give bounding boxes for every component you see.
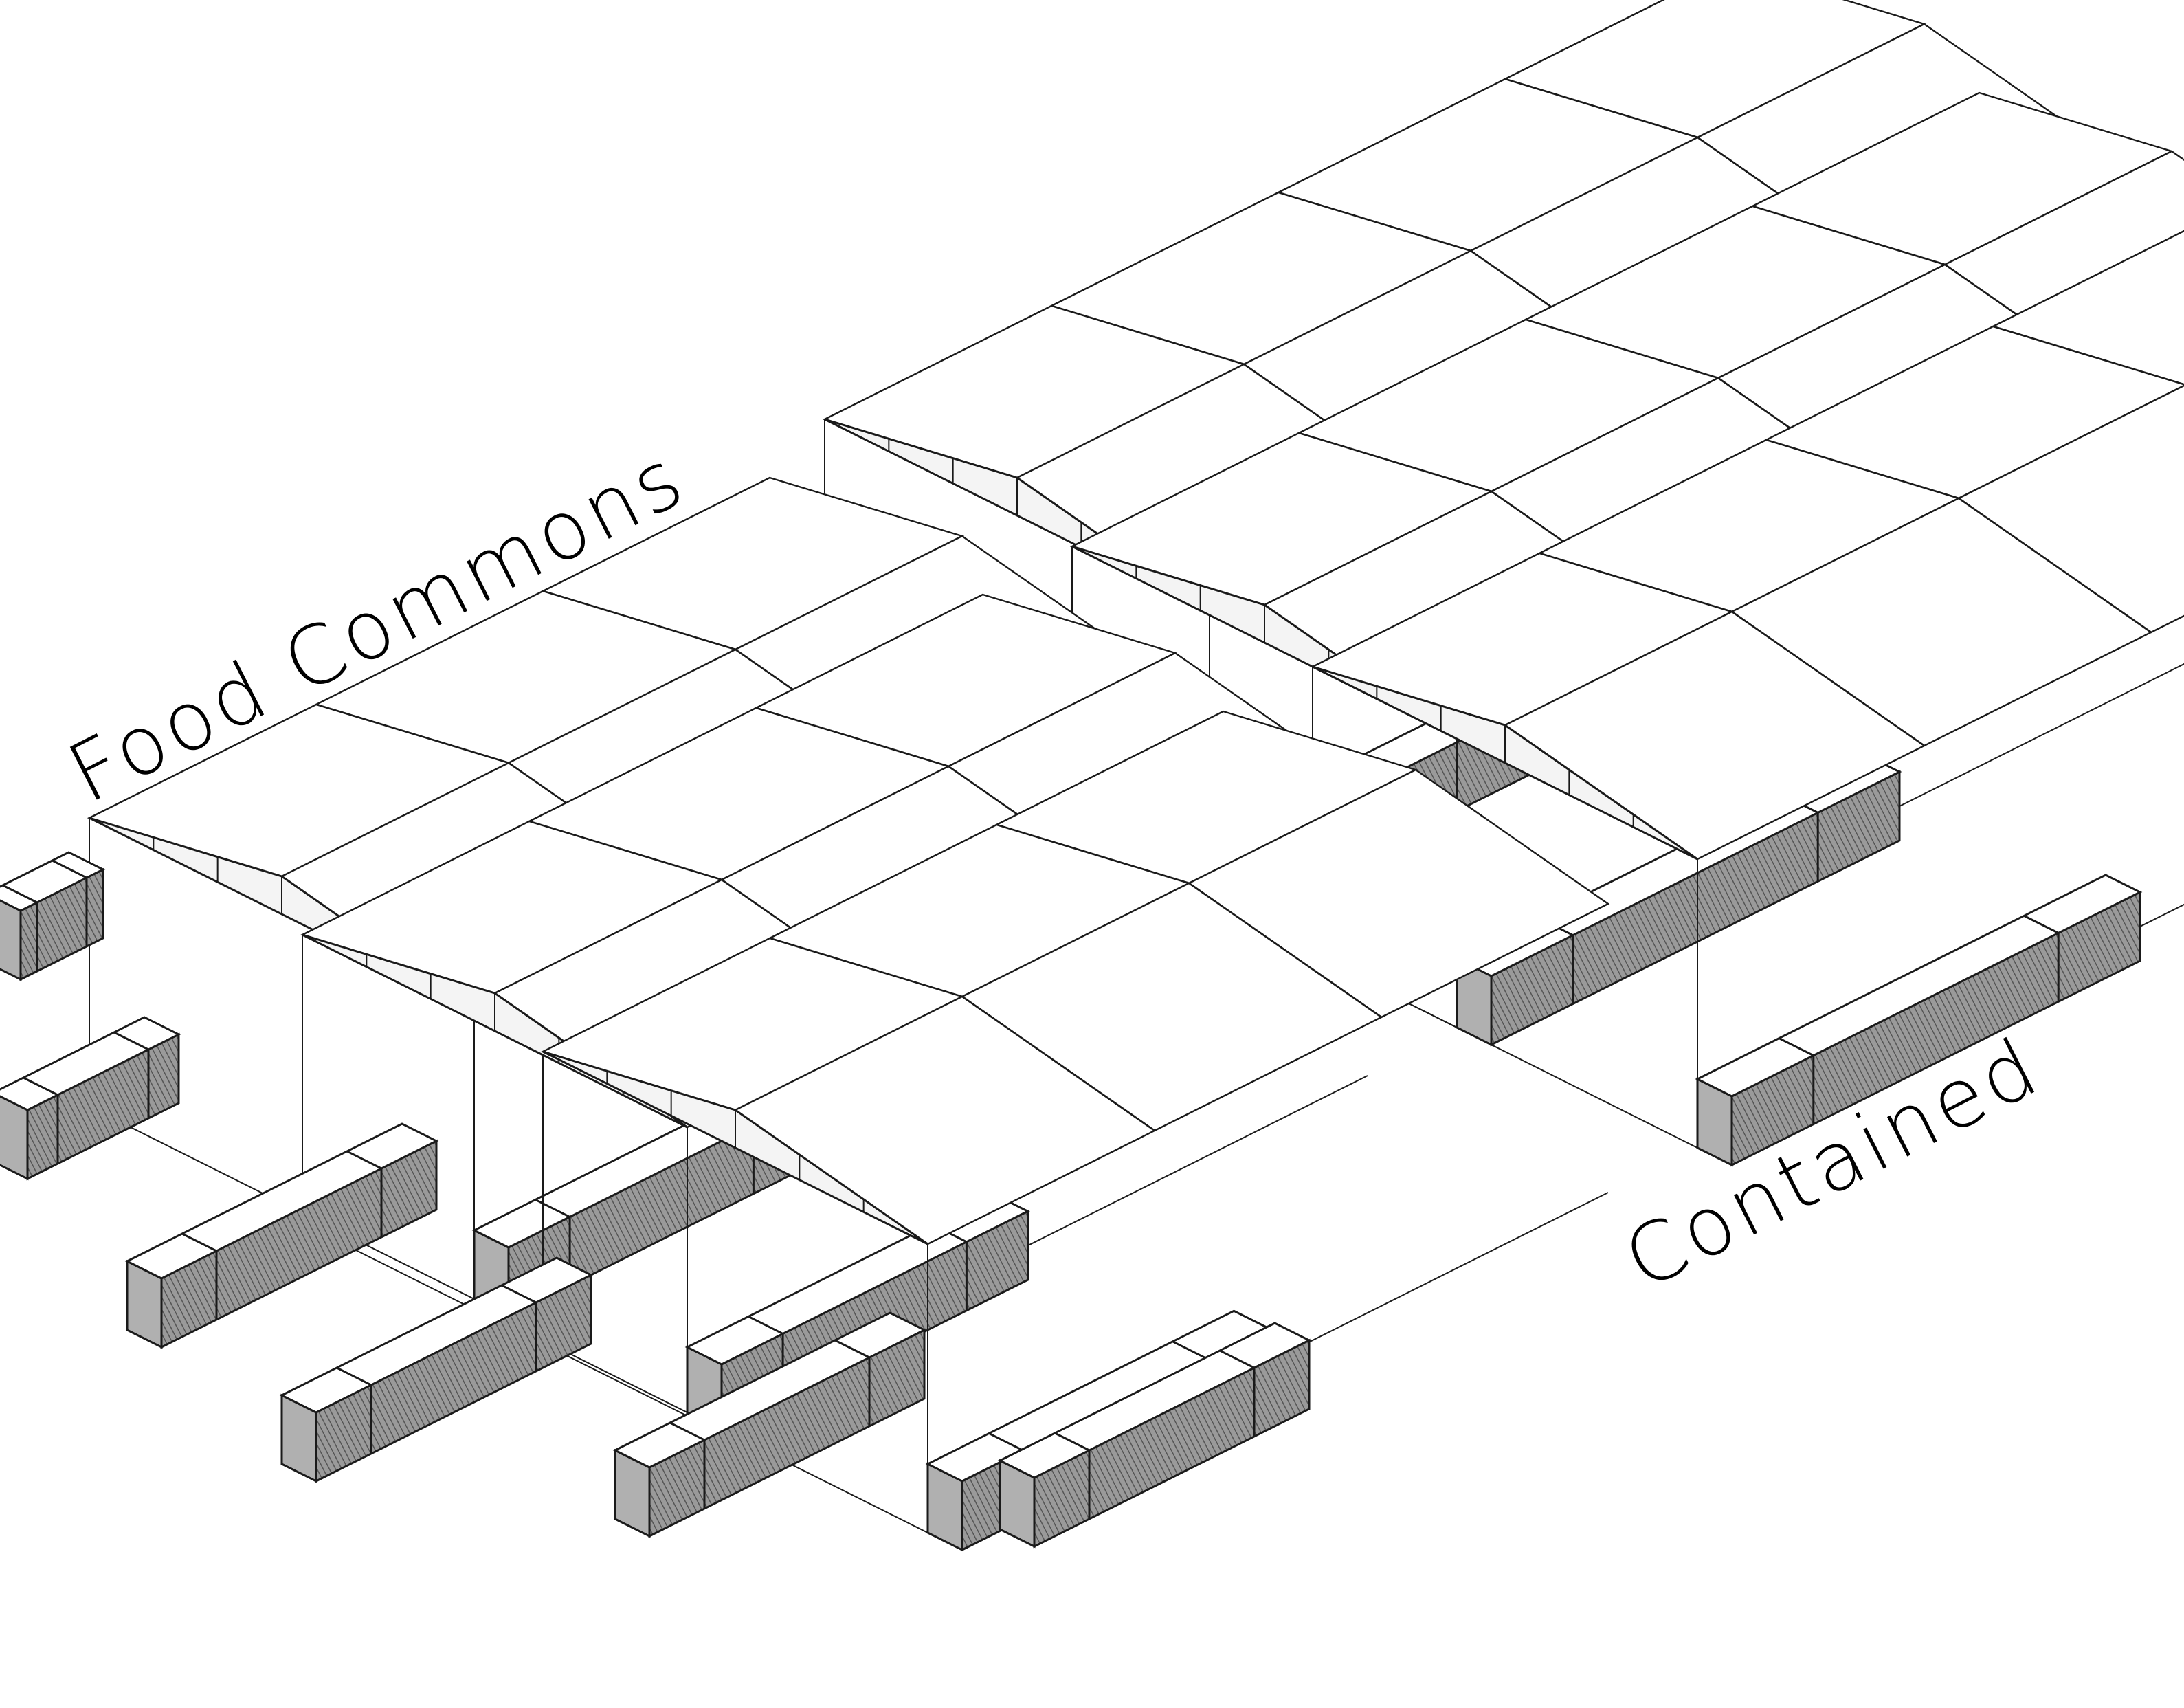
container-joint bbox=[2, 884, 38, 904]
container-top bbox=[997, 1322, 1312, 1479]
shipping-container bbox=[0, 851, 106, 981]
container-top bbox=[124, 1122, 439, 1280]
roof-truss bbox=[542, 1050, 928, 1245]
shipping-container bbox=[1695, 874, 2143, 1167]
container-joint bbox=[113, 1031, 149, 1051]
shipping-container bbox=[279, 1256, 594, 1483]
container-joint bbox=[1172, 1340, 1208, 1360]
container-joint bbox=[1219, 1349, 1255, 1369]
hall-frame bbox=[1312, 667, 2184, 1167]
container-joint bbox=[52, 859, 87, 879]
shipping-container bbox=[612, 1311, 927, 1538]
container-joint bbox=[988, 1432, 1024, 1452]
container-joint bbox=[669, 1421, 705, 1441]
container-joint bbox=[501, 1284, 537, 1304]
container-joint bbox=[23, 1076, 58, 1096]
shipping-container bbox=[997, 1322, 1312, 1549]
container-joint bbox=[834, 1339, 870, 1359]
container-joint bbox=[535, 1199, 570, 1218]
roof-bay bbox=[540, 937, 1157, 1245]
loose-container-group bbox=[0, 851, 1312, 1549]
container-top bbox=[1695, 874, 2143, 1098]
roof-bay bbox=[1310, 552, 1926, 861]
roof-module-group bbox=[87, 0, 2184, 1245]
shipping-container bbox=[124, 1122, 439, 1349]
container-top bbox=[0, 1016, 181, 1111]
container-joint bbox=[1779, 1037, 1814, 1056]
container-joint bbox=[336, 1366, 372, 1386]
shipping-container bbox=[0, 1016, 181, 1181]
container-top bbox=[279, 1256, 594, 1414]
container-top bbox=[612, 1311, 927, 1469]
roof-truss bbox=[1312, 665, 1698, 861]
container-joint bbox=[346, 1150, 382, 1170]
container-joint bbox=[2023, 915, 2059, 934]
container-joint bbox=[181, 1232, 217, 1252]
container-joint bbox=[748, 1316, 783, 1335]
container-joint bbox=[1054, 1432, 1090, 1452]
